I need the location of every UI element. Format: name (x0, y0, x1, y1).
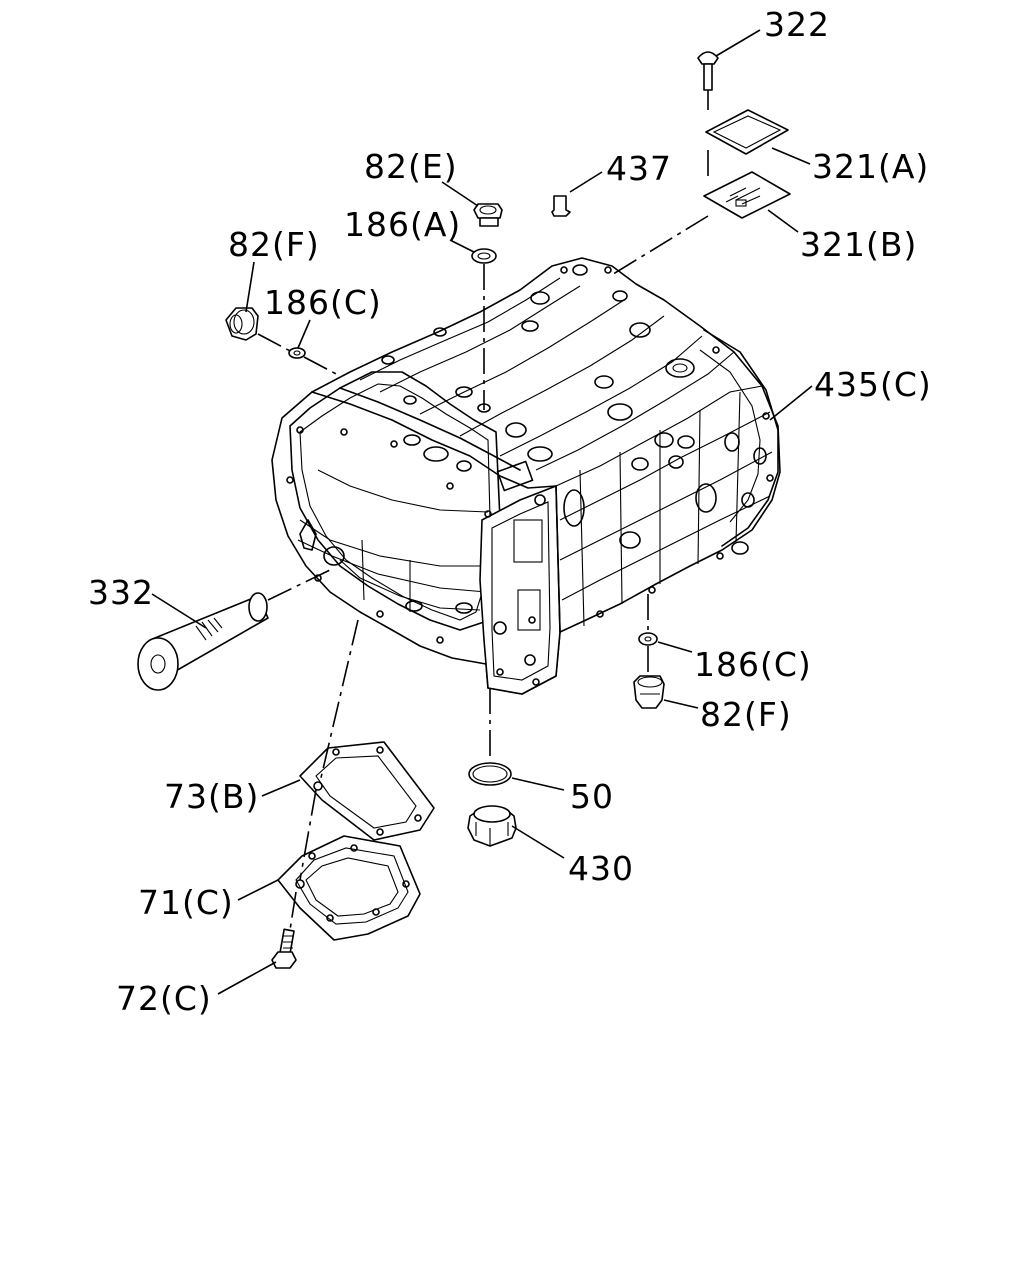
label-332: 332 (88, 573, 154, 612)
label-186a: 186(A) (344, 205, 461, 244)
part-321a-cover (705, 109, 789, 155)
label-321a: 321(A) (812, 147, 929, 186)
label-322: 322 (764, 5, 830, 44)
part-50-o-ring (468, 762, 512, 786)
label-321b: 321(B) (800, 225, 917, 264)
part-82e-plug (473, 203, 503, 227)
label-435c: 435(C) (814, 365, 932, 404)
part-321b-gasket (703, 171, 791, 219)
transmission-case (271, 257, 781, 695)
part-186c-top-washer (288, 347, 306, 359)
callout-labels: 322 321(A) 321(B) 437 82(E) 186(A) 82(F)… (88, 5, 932, 1018)
part-82f-bottom-plug (633, 675, 665, 709)
part-72c-bolt (271, 928, 297, 969)
label-82e: 82(E) (364, 147, 458, 186)
part-322-bolt (697, 51, 719, 91)
part-73b-gasket (299, 741, 435, 841)
part-82f-top-plug (225, 307, 259, 341)
part-186c-bottom-washer (638, 632, 658, 646)
assembly-center-lines (257, 90, 709, 931)
part-71c-cover (277, 835, 421, 941)
label-82f-bottom: 82(F) (700, 695, 792, 734)
label-82f-top: 82(F) (228, 225, 320, 264)
part-332-shaft (137, 592, 269, 691)
label-186c-top: 186(C) (264, 283, 382, 322)
label-437: 437 (606, 149, 672, 188)
part-186a-washer (471, 248, 497, 264)
label-73b: 73(B) (164, 777, 259, 816)
part-437-breather (551, 195, 571, 217)
part-430-plug (467, 805, 517, 847)
label-50: 50 (570, 777, 614, 816)
label-72c: 72(C) (116, 979, 212, 1018)
label-71c: 71(C) (138, 883, 234, 922)
callout-leaders (151, 29, 813, 995)
label-186c-bottom: 186(C) (694, 645, 812, 684)
label-430: 430 (568, 849, 634, 888)
